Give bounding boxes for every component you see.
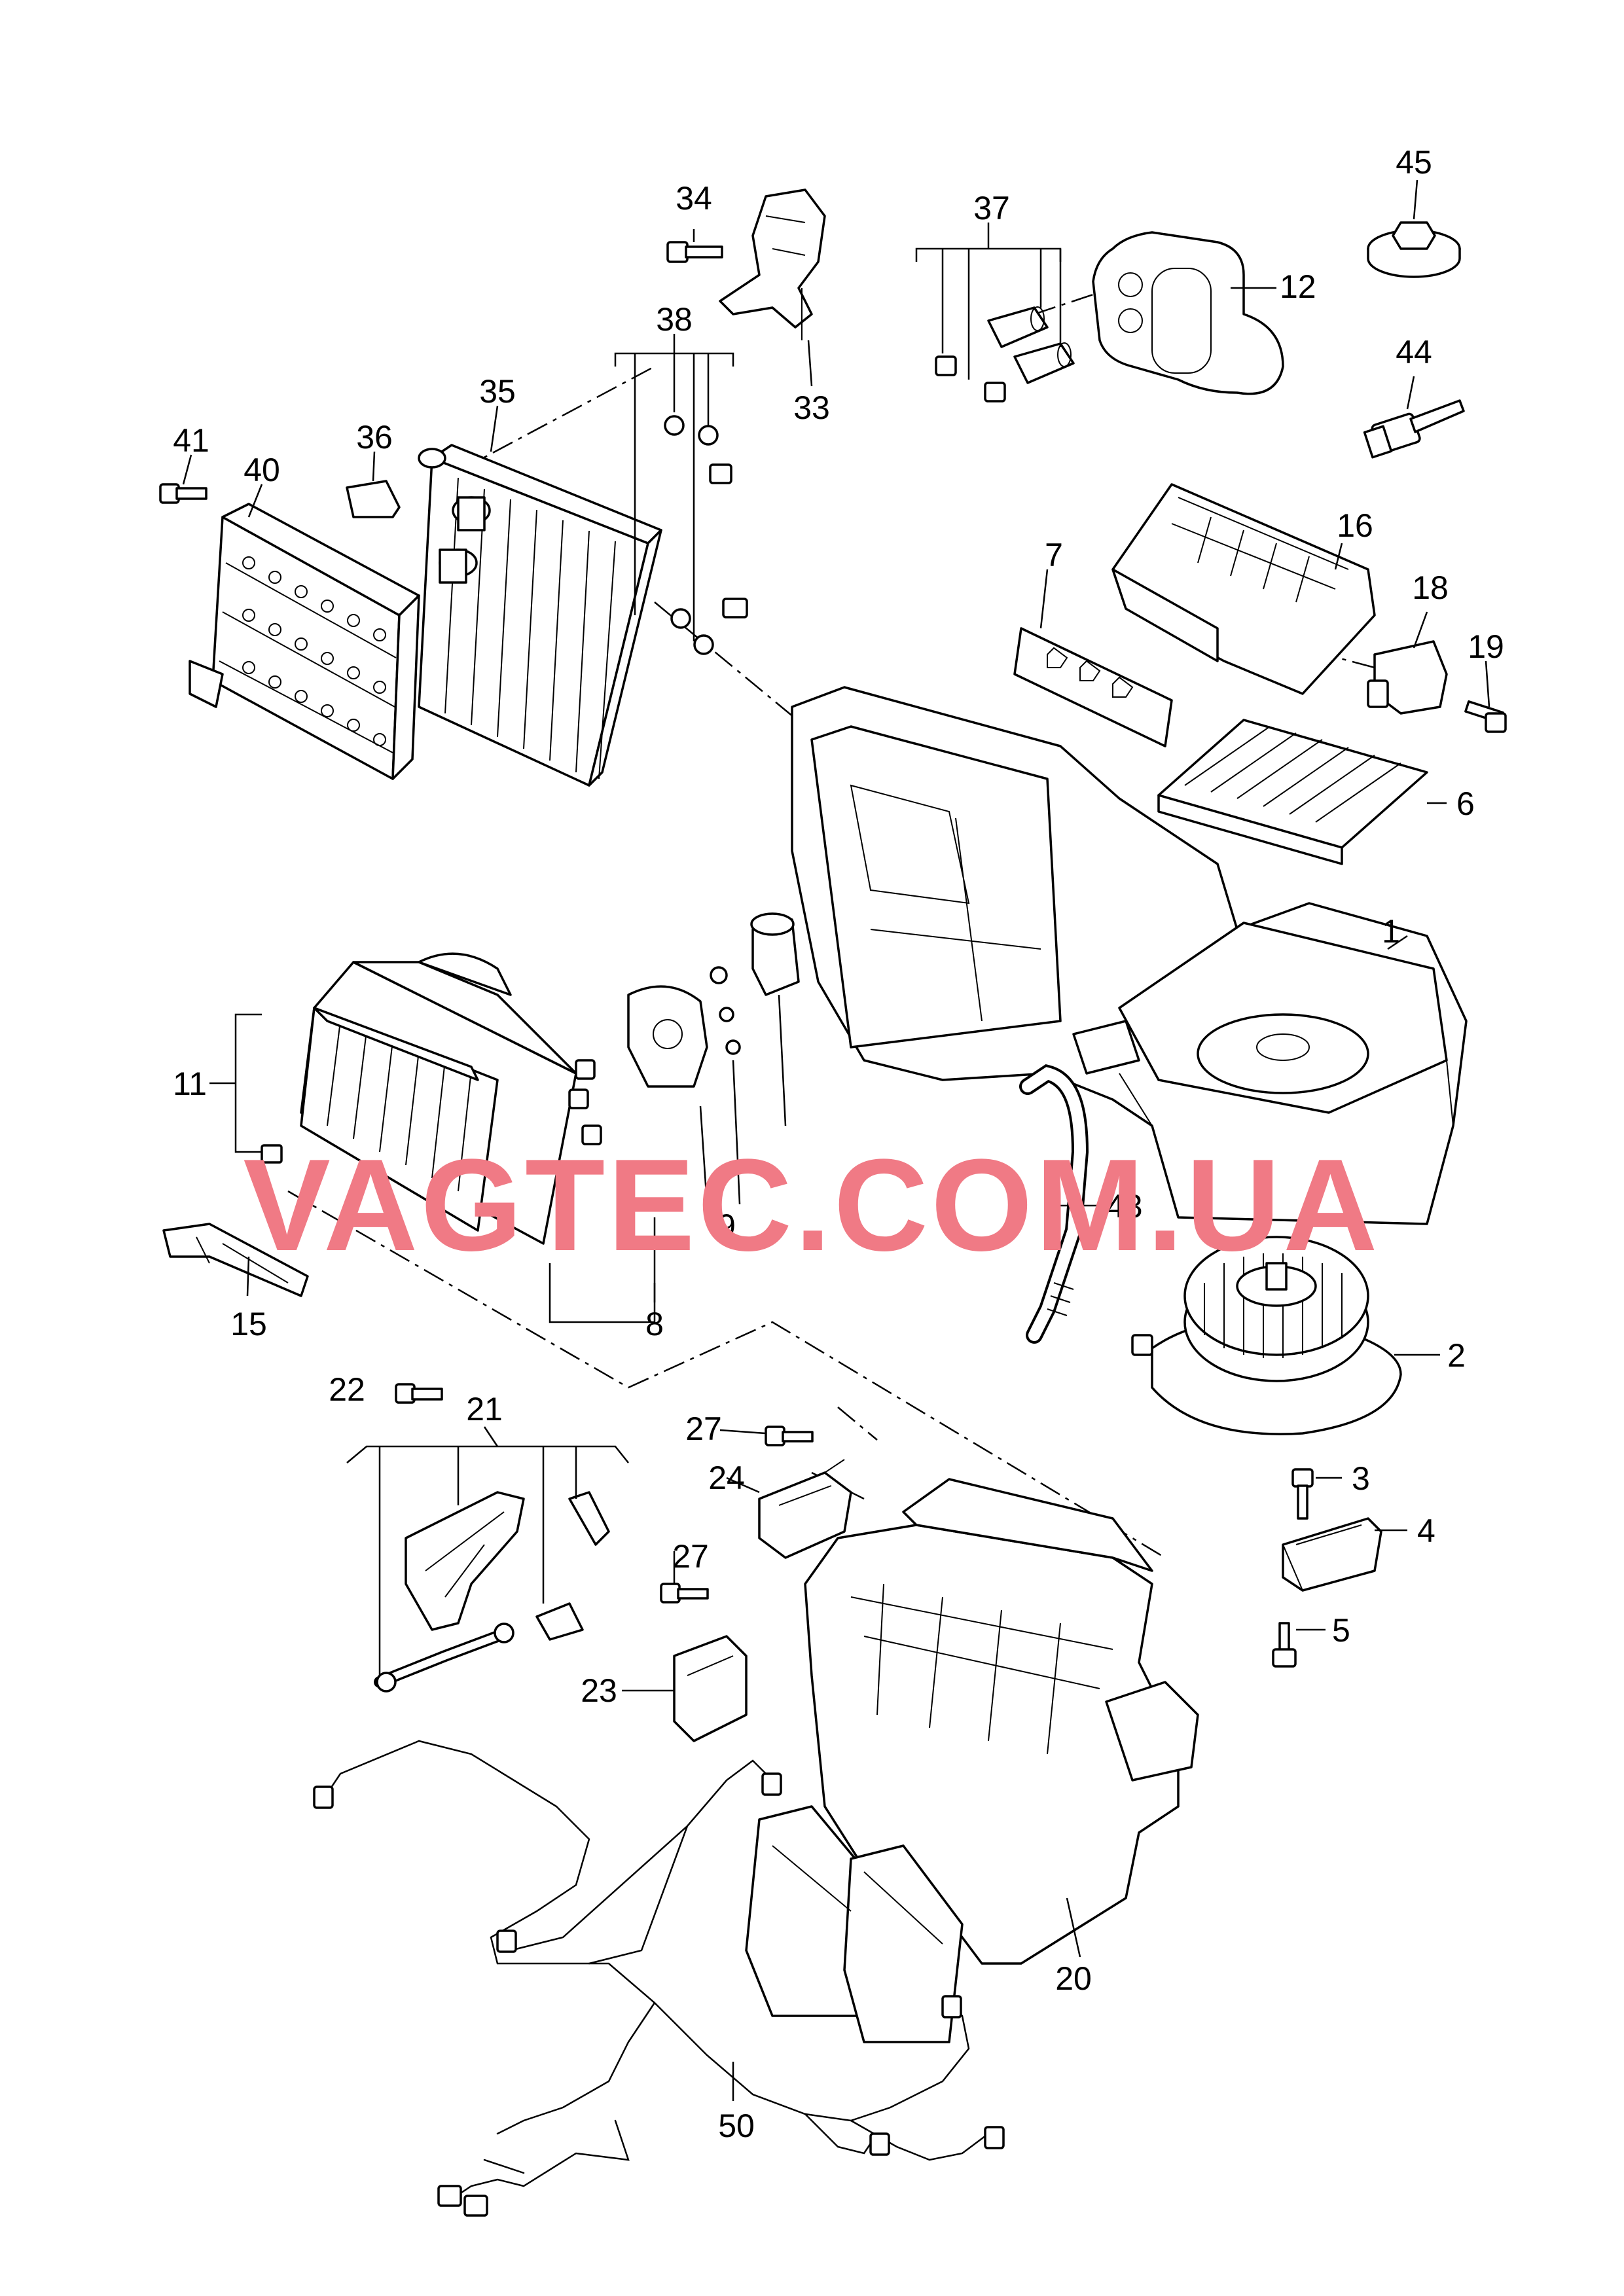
part-41-screw <box>159 483 208 504</box>
part-38-o-rings <box>664 415 719 655</box>
part-12-gasket <box>1092 231 1284 395</box>
callout-labels: 45 44 12 37 34 33 38 35 36 40 41 16 7 18… <box>173 144 1504 2144</box>
callout-21: 21 <box>466 1391 503 1427</box>
part-43-hose <box>1019 1064 1089 1344</box>
part-2-blower-motor <box>1131 1236 1402 1435</box>
part-22-screw <box>395 1383 443 1404</box>
part-15-sensor <box>162 1223 309 1297</box>
callout-1: 1 <box>1382 913 1400 950</box>
callout-23: 23 <box>581 1672 617 1709</box>
callout-33: 33 <box>793 389 830 426</box>
leader-lines <box>182 179 1490 2101</box>
callout-44: 44 <box>1396 334 1432 370</box>
callout-34: 34 <box>676 180 712 217</box>
callout-27a: 27 <box>685 1410 722 1447</box>
part-44-stud <box>1363 399 1465 459</box>
part-6-cabin-filter <box>1157 719 1428 865</box>
part-23-servo-motor <box>673 1635 748 1742</box>
callout-9: 9 <box>717 1208 736 1244</box>
callout-4: 4 <box>1417 1513 1435 1549</box>
part-34-bolt <box>666 241 723 263</box>
callout-22: 22 <box>329 1371 365 1408</box>
callout-43: 43 <box>1106 1188 1143 1225</box>
callout-37: 37 <box>973 190 1010 226</box>
part-5-screw <box>1272 1622 1297 1668</box>
callout-16: 16 <box>1337 507 1373 544</box>
part-16-air-inlet-housing <box>1111 483 1376 695</box>
part-20-lower-housing <box>745 1478 1199 2043</box>
watermark-text: VAGTEC.COM.UA <box>243 1132 1380 1278</box>
part-9-expansion-valve <box>750 912 800 996</box>
callout-11: 11 <box>173 1066 207 1102</box>
callout-3: 3 <box>1352 1460 1370 1497</box>
callout-8: 8 <box>645 1306 664 1342</box>
part-45-nut <box>1367 221 1461 278</box>
part-3-screw <box>1291 1468 1314 1520</box>
callout-15: 15 <box>230 1306 267 1342</box>
part-4-resistor-cover <box>1282 1517 1382 1592</box>
callout-7: 7 <box>1045 537 1063 573</box>
callout-20: 20 <box>1055 1960 1092 1997</box>
callout-18: 18 <box>1412 569 1449 606</box>
part-24-servo-motor <box>758 1459 852 1559</box>
part-50-wiring-harness <box>313 1740 1005 2217</box>
callout-24: 24 <box>708 1460 745 1496</box>
part-40-heater-frame <box>189 503 420 780</box>
callout-36: 36 <box>356 419 393 456</box>
callout-38: 38 <box>656 301 693 338</box>
heater-frame-holes <box>242 556 386 746</box>
part-27-screws <box>660 1426 814 1604</box>
callout-5: 5 <box>1332 1612 1350 1649</box>
callout-2: 2 <box>1447 1337 1466 1374</box>
part-1-main-housing <box>791 686 1468 1225</box>
part-18-actuator <box>1367 640 1448 715</box>
part-11-evaporator <box>261 952 577 1245</box>
callout-27b: 27 <box>672 1538 709 1575</box>
callout-45: 45 <box>1396 144 1432 181</box>
part-19-screw <box>1464 700 1507 733</box>
part-36-clip <box>346 480 401 518</box>
callout-41: 41 <box>173 422 209 459</box>
part-35-heater-core <box>418 444 662 787</box>
callout-19: 19 <box>1468 628 1504 665</box>
part-21-lever-kit <box>374 1491 610 1693</box>
callout-6: 6 <box>1456 785 1475 822</box>
callout-50: 50 <box>718 2108 755 2144</box>
part-8-fittings <box>568 966 741 1145</box>
part-33-bracket <box>719 188 826 340</box>
callout-40: 40 <box>244 452 280 488</box>
callout-12: 12 <box>1280 268 1316 305</box>
part-37-refrigerant-pipes <box>709 306 1075 619</box>
part-7-flap <box>1013 627 1173 747</box>
callout-35: 35 <box>479 373 516 410</box>
